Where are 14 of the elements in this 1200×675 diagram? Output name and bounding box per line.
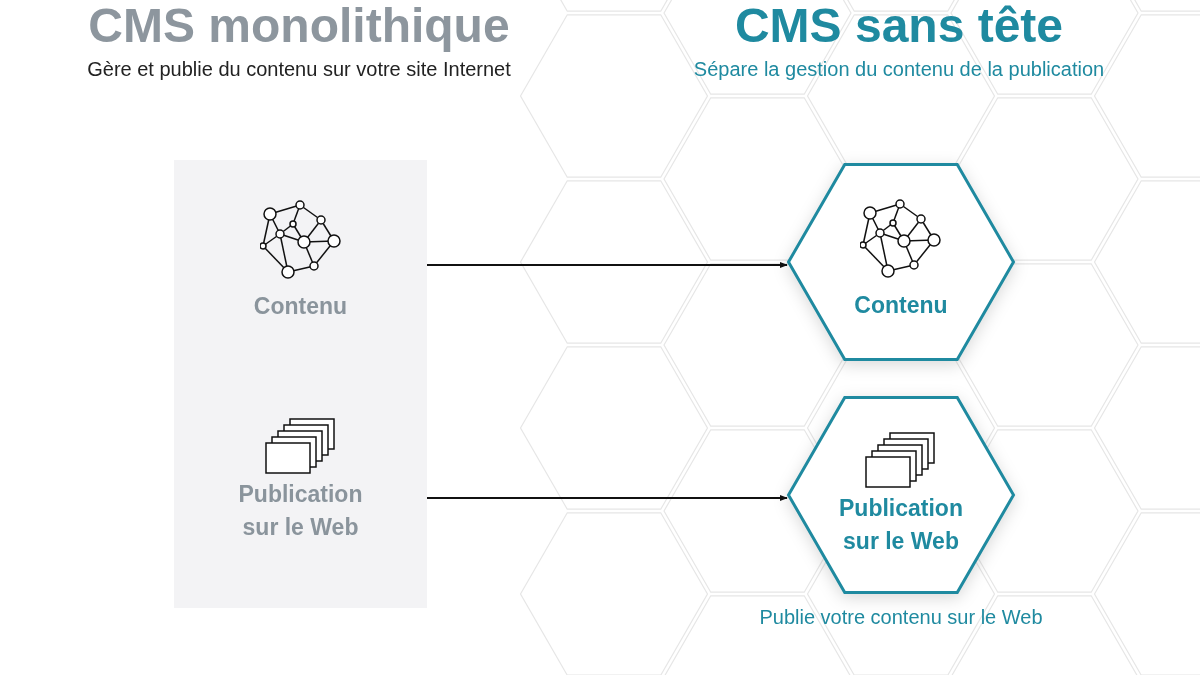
column-subtitle: Gère et publie du contenu sur votre site Internet [86, 58, 512, 80]
panel-background [174, 160, 427, 608]
node-caption: Publie votre contenu sur le Web [758, 606, 1044, 629]
arrow [426, 261, 788, 269]
hexagon-node [787, 163, 1015, 361]
column-subtitle: Sépare la gestion du contenu de la publication [692, 58, 1106, 80]
node-label: Publication sur le Web [838, 494, 964, 556]
column-heading: CMS sans tête [733, 0, 1065, 53]
node-label: Publication sur le Web [237, 480, 364, 542]
hexagon-node [787, 396, 1015, 594]
node-label: Contenu [252, 292, 349, 321]
column-heading: CMS monolithique [87, 0, 511, 53]
arrow [426, 494, 788, 502]
node-label: Contenu [853, 291, 949, 320]
